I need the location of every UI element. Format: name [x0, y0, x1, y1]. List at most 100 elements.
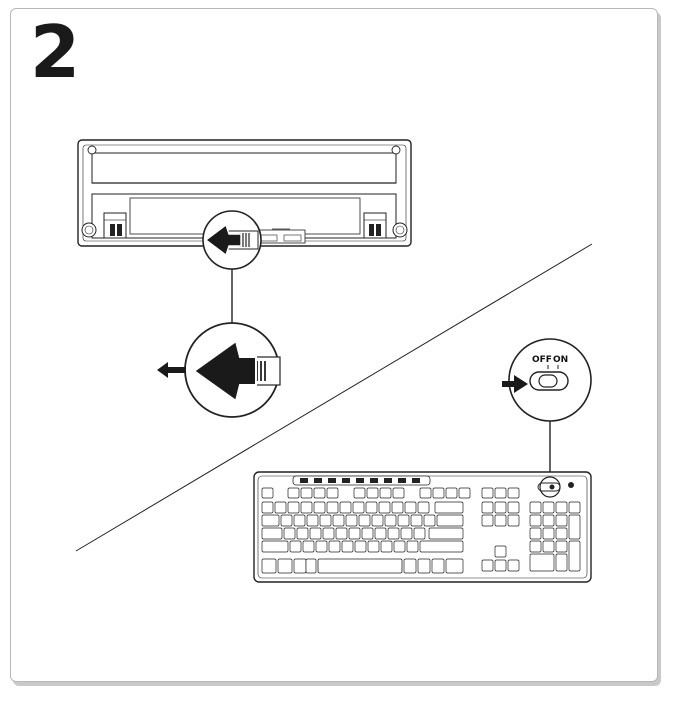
keyboard-key: [436, 514, 464, 527]
keyboard-key: [261, 527, 283, 540]
keyboard-key: [410, 514, 423, 527]
keyboard-key: [423, 514, 436, 527]
keyboard-key: [387, 527, 400, 540]
keyboard-key: [378, 501, 391, 514]
keyboard-key: [481, 514, 494, 527]
keyboard-key: [413, 527, 426, 540]
keyboard-key: [494, 545, 507, 558]
keyboard-key: [309, 527, 322, 540]
keyboard-key: [339, 501, 352, 514]
keyboard-key: [293, 514, 306, 527]
keyboard-key: [280, 514, 293, 527]
keyboard-key: [353, 487, 366, 499]
keyboard-key: [481, 559, 494, 572]
keyboard-key: [306, 514, 319, 527]
keyboard-key: [428, 527, 464, 540]
keyboard-key: [406, 540, 419, 553]
keyboard-key: [481, 487, 494, 499]
keyboard-key: [555, 553, 568, 572]
keyboard-key: [379, 487, 392, 499]
keyboard-key: [431, 558, 445, 574]
keyboard-key: [529, 527, 542, 540]
keyboard-key: [529, 553, 555, 572]
keyboard-key: [335, 527, 348, 540]
keyboard-key: [507, 487, 520, 499]
keyboard-key: [371, 514, 384, 527]
keyboard-key: [296, 527, 309, 540]
keyboard-key: [555, 514, 568, 527]
keyboard-key: [445, 487, 458, 499]
keyboard-key: [380, 540, 393, 553]
keyboard-key: [542, 540, 555, 553]
keyboard-key: [458, 487, 471, 499]
power-switch-magnifier: OFF ON: [502, 338, 592, 476]
keyboard-key: [354, 540, 367, 553]
keyboard-key: [529, 540, 542, 553]
keyboard-key: [507, 514, 520, 527]
keyboard-key: [529, 501, 542, 514]
keyboard-key: [555, 501, 568, 514]
magnifier-large: [157, 322, 281, 418]
keyboard-key: [261, 540, 289, 553]
keyboard-key: [384, 514, 397, 527]
keyboard-key: [358, 514, 371, 527]
switch-on-label: ON: [553, 355, 568, 365]
keyboard-key: [568, 501, 581, 514]
keyboard-key: [374, 527, 387, 540]
keyboard-key: [328, 540, 341, 553]
keyboard-key: [261, 558, 277, 574]
keyboard-key: [300, 487, 313, 499]
keyboard-key: [348, 527, 361, 540]
step-number: 2: [30, 10, 80, 94]
keyboard-key: [481, 501, 494, 514]
keyboard-key: [274, 501, 287, 514]
right-foot: [363, 212, 387, 239]
keyboard-key: [326, 487, 339, 499]
keyboard-key: [352, 501, 365, 514]
arrow-left-large-icon: [192, 339, 257, 403]
keyboard-key: [403, 558, 417, 574]
keyboard-key: [391, 501, 404, 514]
keyboard-key: [332, 514, 345, 527]
keyboard-key: [404, 501, 417, 514]
keyboard-key: [542, 514, 555, 527]
keyboard-key: [366, 487, 379, 499]
arrow-left-icon: [204, 223, 242, 257]
keyboard-key: [287, 501, 300, 514]
keyboard-key: [341, 540, 354, 553]
arrow-right-icon: [502, 375, 528, 393]
keyboard-key: [568, 514, 581, 540]
keyboard-key: [361, 527, 374, 540]
keyboard-key: [432, 487, 445, 499]
keyboard-key: [568, 540, 581, 572]
keyboard-key: [434, 501, 464, 514]
keyboard-key: [542, 501, 555, 514]
keyboard-key: [277, 558, 293, 574]
keyboard-key: [261, 501, 274, 514]
keyboard-key: [313, 487, 326, 499]
keyboard-key: [494, 559, 507, 572]
keyboard-key: [283, 527, 296, 540]
keyboard-key: [397, 514, 410, 527]
keyboard-key: [315, 540, 328, 553]
keyboard-key: [289, 540, 302, 553]
keyboard-key: [345, 514, 358, 527]
keyboard-key: [507, 559, 520, 572]
keyboard-key: [293, 558, 307, 574]
keyboard-key: [555, 540, 568, 553]
keyboard-key: [555, 527, 568, 540]
keyboard-key: [313, 501, 326, 514]
left-foot: [103, 212, 127, 239]
keyboard-key: [400, 527, 413, 540]
keyboard-key: [392, 487, 405, 499]
slide-direction-arrow-icon: [157, 362, 186, 378]
keyboard-key: [529, 514, 542, 527]
keyboard-key: [300, 501, 313, 514]
keyboard-key: [393, 540, 406, 553]
divider-line: [75, 243, 593, 552]
magnifier-small: [202, 210, 262, 323]
keyboard-key: [507, 501, 520, 514]
keyboard-key: [305, 558, 317, 574]
space-bar: [317, 558, 403, 574]
